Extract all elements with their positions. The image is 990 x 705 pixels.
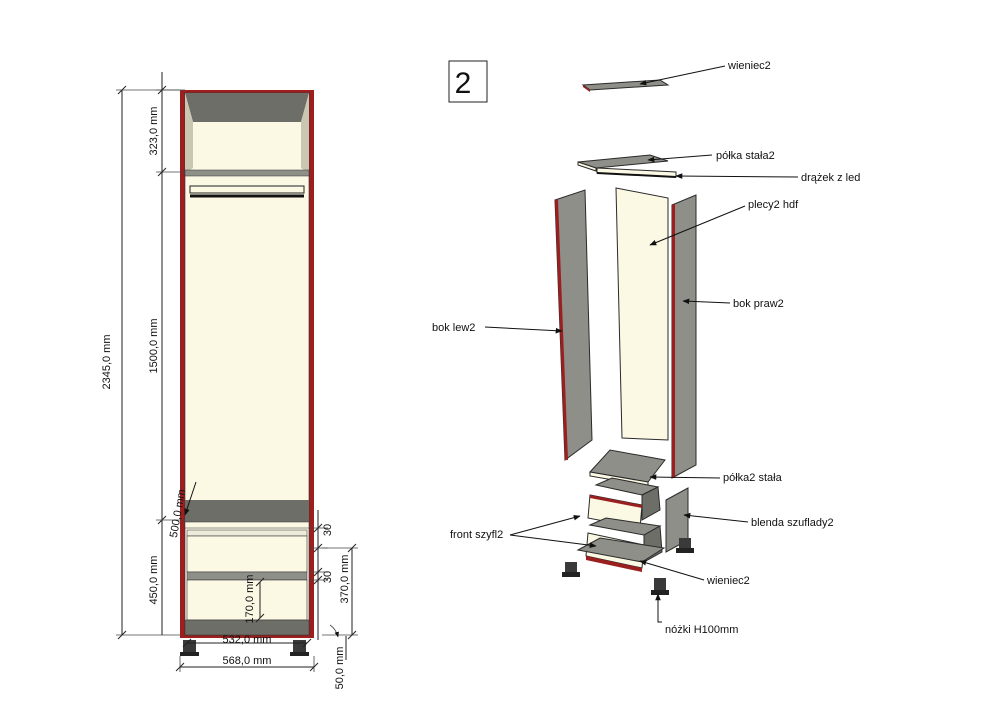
label-blenda: blenda szuflady2 — [751, 517, 834, 529]
drawer-rail-top — [186, 529, 308, 537]
label-plecy: plecy2 hdf — [748, 199, 799, 211]
leg-right-foot — [290, 652, 309, 656]
exploded-view: 2 — [432, 60, 860, 636]
bok-praw-edge — [672, 204, 675, 478]
top-left-wall — [185, 93, 193, 173]
middle-shelf-edge — [184, 521, 310, 529]
leg-2 — [679, 538, 691, 550]
dim-hanging-height: 1500,0 mm — [148, 318, 160, 373]
wieniec-bottom-panel — [576, 537, 666, 563]
label-wieniec-bottom: wieniec2 — [706, 575, 750, 587]
leg-3-foot — [651, 590, 669, 595]
label-bok-lew: bok lew2 — [432, 322, 475, 334]
leader-lines — [484, 65, 799, 623]
top-ceiling — [185, 93, 309, 122]
label-wieniec-top: wieniec2 — [727, 60, 771, 72]
dim-inner-width: 532,0 mm — [223, 634, 272, 646]
top-right-wall — [301, 93, 309, 173]
drawer-upper-side — [641, 486, 661, 521]
dim-top-height: 323,0 mm — [148, 107, 160, 156]
dim-outer-width: 568,0 mm — [223, 655, 272, 667]
dim-lines — [116, 72, 358, 672]
drawer-lower — [186, 579, 308, 621]
step-number: 2 — [455, 67, 472, 100]
leg-2-foot — [676, 548, 694, 553]
leg-1-foot — [562, 572, 580, 577]
plecy-hdf-panel — [615, 187, 669, 441]
leg-3 — [654, 578, 666, 592]
step-box — [448, 60, 488, 103]
label-front-szuflady: front szyfl2 — [450, 529, 503, 541]
middle-shelf-top — [185, 500, 309, 522]
drawer-lower-front-edge — [586, 556, 642, 572]
wieniec-top-edge — [583, 85, 590, 92]
top-fixed-shelf — [184, 169, 310, 177]
polka-stala-top-front — [577, 161, 597, 172]
drawer-upper — [186, 535, 308, 573]
drazek-led — [596, 172, 677, 178]
bottom-plinth — [184, 619, 310, 636]
drawer-upper-front-edge — [590, 495, 642, 508]
label-polka-stala-top: półka stała2 — [716, 150, 775, 162]
dim-gap-mid: 30 — [322, 571, 334, 583]
leg-1 — [565, 562, 577, 574]
leg-left-foot — [180, 652, 199, 656]
dim-gap-top: 30 — [322, 524, 334, 536]
hanging-rail — [189, 185, 305, 194]
label-nozki: nóżki H100mm — [665, 624, 738, 636]
label-polka2-stala: półka2 stała — [723, 472, 783, 484]
wieniec-top-panel — [581, 79, 670, 91]
dim-total-height: 2345,0 mm — [101, 334, 113, 389]
dim-drawer-height: 170,0 mm — [244, 575, 256, 624]
dim-leg-height: 50,0 mm — [334, 647, 346, 690]
label-bok-praw: bok praw2 — [733, 298, 784, 310]
bok-praw-panel — [671, 194, 697, 479]
front-view: 2345,0 mm 323,0 mm 1500,0 mm 500,0 mm 45… — [101, 72, 358, 689]
dim-drawer-zone: 450,0 mm — [148, 556, 160, 605]
dim-drawer-block: 370,0 mm — [339, 555, 351, 604]
label-drazek: drążek z led — [801, 172, 860, 184]
